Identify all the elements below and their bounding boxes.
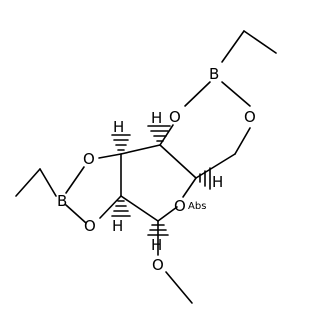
bond-ethyl-left-ch3 — [15, 168, 41, 197]
atom-oxygen-dioxolane-upper: O — [83, 150, 95, 168]
abs-stereo-label: Abs — [188, 201, 206, 212]
atom-hydrogen-upper: H — [151, 109, 162, 127]
atom-hydrogen-left-upper: H — [113, 118, 124, 136]
bond-b-ethyl-left — [39, 168, 57, 197]
structure-diagram: B O O O O B O Abs O H H H H H — [15, 30, 277, 304]
bond-c1-oring — [157, 206, 178, 222]
atom-boron-top: B — [209, 65, 219, 83]
hashed-bond-c5-h — [199, 167, 211, 190]
atom-hydrogen-anomeric: H — [151, 236, 162, 254]
bond-c4-c5 — [159, 144, 197, 179]
bond-o-upper-b — [65, 166, 85, 194]
atom-boron-left: B — [57, 192, 67, 210]
atom-oxygen-top-left: O — [169, 108, 181, 126]
atom-oxygen-methoxy: O — [152, 256, 164, 274]
bond-o-methyl — [165, 271, 193, 304]
bond-c2-c1 — [120, 195, 159, 222]
hashed-bond-c3-h — [111, 134, 131, 151]
bond-oring-c5 — [182, 177, 197, 198]
hashed-bond-c4-h — [147, 125, 171, 142]
atom-oxygen-ring: O — [174, 197, 186, 215]
bond-o-lower-c2 — [99, 195, 122, 219]
atom-hydrogen-left-lower: H — [112, 217, 123, 235]
bond-ethyl-top-ch3 — [243, 30, 277, 54]
hashed-bond-c2-h — [111, 200, 131, 217]
bond-b-o-top-left — [184, 81, 211, 107]
atom-hydrogen-right: H — [212, 173, 223, 191]
atom-oxygen-dioxolane-lower: O — [84, 217, 96, 235]
bond-b-o-top-right — [221, 81, 251, 107]
bond-o-ch2 — [234, 127, 251, 155]
bond-ethyl-top-ch2 — [221, 30, 245, 63]
bond-b-o-lower — [65, 204, 87, 224]
bond-ch2-c5 — [195, 153, 236, 179]
hashed-bond-c1-h — [147, 224, 169, 236]
bond-o-c4 — [159, 124, 174, 146]
bond-c3-o-upper — [98, 153, 122, 159]
atom-oxygen-top-right: O — [244, 108, 256, 126]
bond-c4-c3 — [120, 144, 161, 155]
